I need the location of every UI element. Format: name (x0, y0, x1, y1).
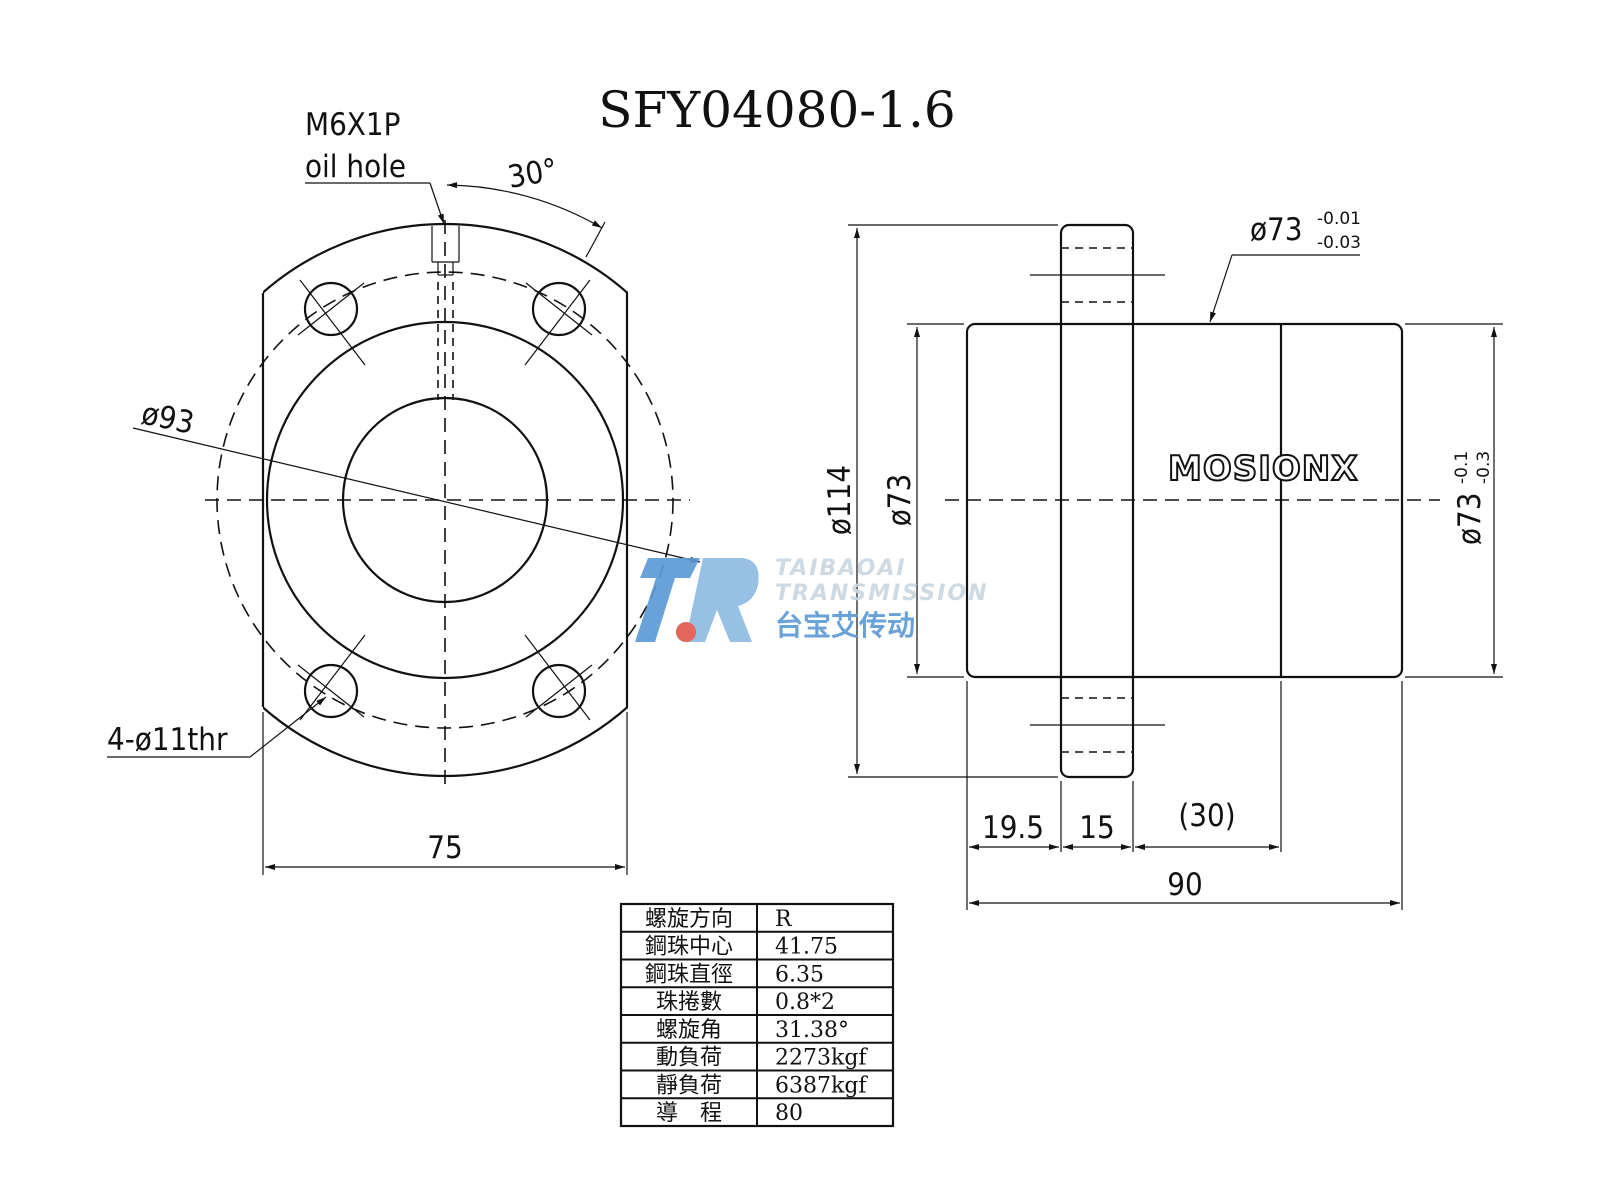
oil-hole-thread-label: M6X1P (305, 107, 400, 143)
brand-logo: MOSIONX (1168, 449, 1358, 489)
spec-label: 鋼珠中心 (645, 935, 733, 960)
body-od-right-upper-tol: -0.1 (1452, 451, 1472, 484)
spec-value: 6387kgf (775, 1073, 868, 1098)
oil-hole (431, 226, 460, 400)
width-label: 75 (427, 830, 462, 866)
len-19-5-label: 19.5 (982, 810, 1044, 846)
spec-label: 螺旋方向 (645, 907, 733, 932)
mounting-hole (531, 281, 587, 337)
angle-arc (446, 182, 603, 229)
spec-value: 6.35 (775, 962, 824, 987)
drawing-title: SFY04080-1.6 (598, 81, 955, 139)
body-od-top-label: ø73 (1250, 212, 1303, 248)
spec-label: 動負荷 (656, 1046, 722, 1071)
watermark-chinese: 台宝艾传动 (775, 609, 915, 642)
total-length-label: 90 (1167, 867, 1202, 903)
side-view: MOSIONX ø114 ø73 ø73 -0.01 -0.03 ø73 -0.… (822, 209, 1503, 910)
body-od-top-upper-tol: -0.01 (1317, 209, 1361, 229)
watermark-line2: TRANSMISSION (775, 581, 989, 606)
spec-value: 0.8*2 (775, 990, 835, 1015)
spec-value: 80 (775, 1101, 803, 1126)
watermark-logo-icon (635, 558, 759, 642)
body-od-top-lower-tol: -0.03 (1317, 233, 1361, 253)
angle-label: 30° (505, 152, 560, 196)
len-30-label: (30) (1178, 798, 1235, 834)
body-od-left-label: ø73 (882, 474, 918, 527)
spec-label: 靜負荷 (656, 1073, 722, 1098)
spec-value: 31.38° (775, 1018, 849, 1043)
spec-label: 珠捲數 (656, 990, 722, 1015)
spec-value: 41.75 (775, 935, 838, 960)
spec-value: 2273kgf (775, 1046, 868, 1071)
oil-hole-label: oil hole (305, 149, 406, 185)
spec-value: R (775, 907, 793, 932)
spec-label: 螺旋角 (656, 1018, 722, 1043)
flange-od-label: ø114 (822, 465, 858, 535)
mounting-hole (303, 663, 359, 719)
side-body (965, 322, 1404, 679)
spec-label: 鋼珠直徑 (645, 962, 733, 987)
mounting-hole (531, 663, 587, 719)
holes-label: 4-ø11thr (107, 722, 228, 758)
len-15-label: 15 (1079, 810, 1114, 846)
body-od-right-lower-tol: -0.3 (1474, 451, 1494, 484)
mounting-hole (303, 281, 359, 337)
watermark: TAIBAOAI TRANSMISSION 台宝艾传动 (635, 556, 989, 642)
front-view: M6X1P oil hole 30° ø93 4-ø11thr 75 (107, 107, 701, 875)
body-od-right-label: ø73 (1452, 492, 1488, 545)
side-flange (1059, 223, 1135, 779)
spec-table: 螺旋方向 R 鋼珠中心 41.75 鋼珠直徑 6.35 珠捲數 0.8*2 螺旋角 31.38° 動… (619, 902, 895, 1128)
pcd-leader (132, 427, 701, 563)
watermark-line1: TAIBAOAI (775, 556, 907, 581)
mounting-holes (297, 279, 593, 721)
spec-label: 導 程 (656, 1101, 722, 1126)
pcd-label: ø93 (138, 396, 197, 442)
